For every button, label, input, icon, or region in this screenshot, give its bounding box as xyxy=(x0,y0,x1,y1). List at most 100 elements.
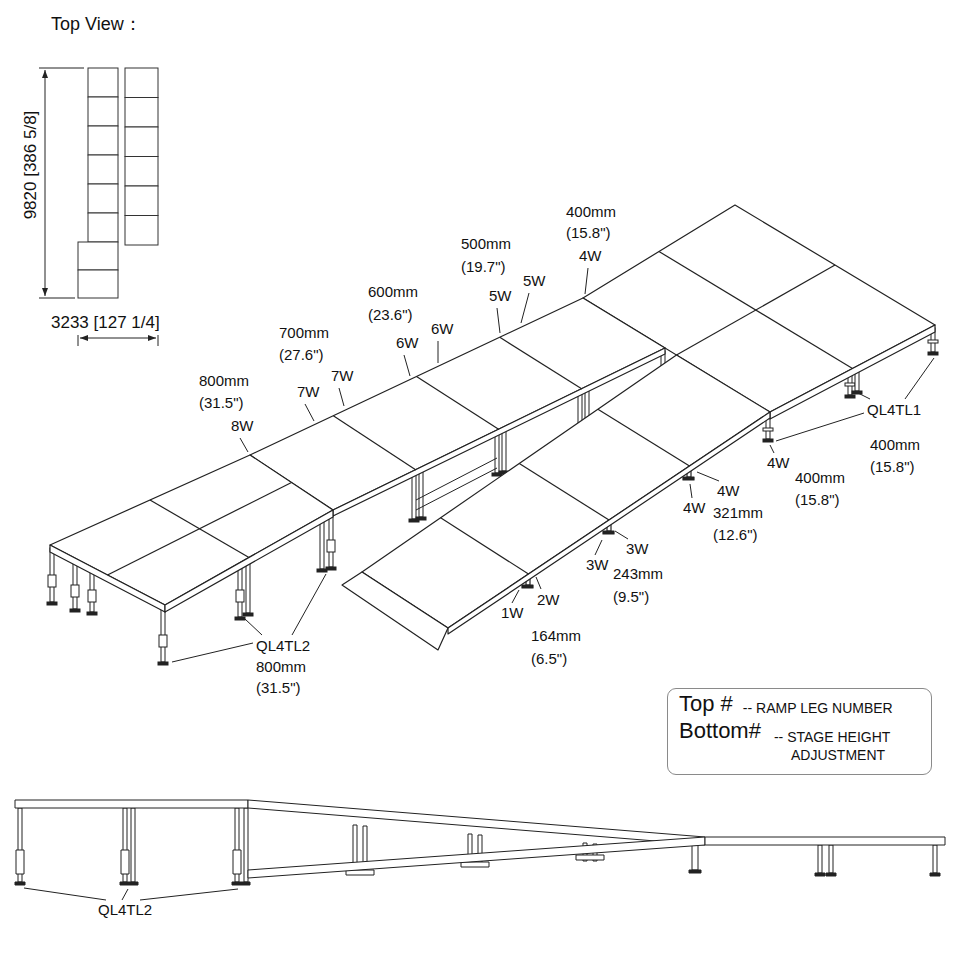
side-view xyxy=(826,873,836,876)
leg-number: 4W xyxy=(766,455,791,470)
front-ramp xyxy=(342,355,770,650)
legend-description: -- STAGE HEIGHT ADJUSTMENT xyxy=(774,728,916,764)
front-ramp xyxy=(441,518,529,574)
stage-leg xyxy=(928,352,938,355)
stage-leg xyxy=(502,431,506,471)
leader-line xyxy=(292,574,326,635)
dimension-line xyxy=(78,335,79,346)
dimension-line xyxy=(80,338,156,339)
stage-leg xyxy=(88,590,96,602)
part-number: QL4TL2 xyxy=(97,902,153,917)
height-label: 400mm xyxy=(794,470,846,485)
side-view xyxy=(121,850,129,874)
stage-leg xyxy=(763,428,773,431)
stage-leg xyxy=(412,473,416,519)
height-label: 164mm xyxy=(530,628,582,643)
dimension-label: 9820 [386 5/8] xyxy=(22,110,39,221)
top-view xyxy=(125,68,158,98)
side-view xyxy=(248,800,705,845)
upper-ramp xyxy=(417,377,500,430)
front-ramp xyxy=(522,585,533,588)
front-ramp xyxy=(362,355,770,628)
stage-leg xyxy=(317,569,327,572)
top-view xyxy=(125,216,158,246)
side-view xyxy=(689,870,701,873)
side-view xyxy=(818,845,822,873)
leader-line xyxy=(776,413,864,441)
stage-leg xyxy=(243,613,253,616)
leg-number: 8W xyxy=(230,418,255,433)
stage-leg xyxy=(47,602,57,605)
leader-line xyxy=(595,540,602,555)
stage-platform xyxy=(659,252,853,369)
height-label: 600mm xyxy=(367,284,419,299)
part-number: QL4TL1 xyxy=(866,402,922,417)
leader-line xyxy=(122,889,128,900)
side-view xyxy=(15,800,248,808)
leg-number: 6W xyxy=(395,335,420,350)
stage-landing xyxy=(50,455,333,605)
height-label: (9.5") xyxy=(612,589,650,604)
leader-line xyxy=(404,355,410,376)
top-view xyxy=(88,155,118,184)
leader-line xyxy=(905,358,934,399)
height-label: 500mm xyxy=(460,236,512,251)
height-label: 800mm xyxy=(198,373,250,388)
side-view xyxy=(232,882,242,885)
height-label: (12.6") xyxy=(712,527,759,542)
stage-platform xyxy=(770,325,935,419)
side-view xyxy=(242,882,250,885)
leader-line xyxy=(240,438,248,452)
top-view xyxy=(88,97,118,126)
leader-line xyxy=(438,341,439,363)
leader-line xyxy=(512,590,519,603)
side-view xyxy=(248,837,705,878)
leader-line xyxy=(497,308,500,333)
leader-line xyxy=(697,472,719,481)
side-view xyxy=(829,845,833,873)
stage-leg xyxy=(416,517,426,520)
stage-leg xyxy=(928,340,938,343)
front-ramp xyxy=(342,572,448,650)
leader-line xyxy=(140,889,238,900)
stage-leg xyxy=(320,518,324,569)
leg-number: 3W xyxy=(625,541,650,556)
dimension-line xyxy=(39,68,158,346)
top-view xyxy=(125,186,158,216)
side-view xyxy=(130,882,138,885)
side-view xyxy=(576,855,604,860)
side-view xyxy=(233,850,241,874)
side-view xyxy=(244,808,248,882)
leg-number: 7W xyxy=(330,368,355,383)
leg-number: 2W xyxy=(536,592,561,607)
legend-key: Top # xyxy=(679,693,733,715)
leader-line xyxy=(536,577,541,589)
top-view xyxy=(125,127,158,157)
side-view xyxy=(131,808,135,882)
dimension-line xyxy=(39,68,84,69)
leader-line xyxy=(172,643,253,662)
height-label: (27.6") xyxy=(278,347,325,362)
dimension-line xyxy=(39,298,75,299)
front-ramp xyxy=(448,412,770,634)
top-view xyxy=(78,242,118,270)
legend-description: -- RAMP LEG NUMBER xyxy=(743,701,893,715)
leg-number: 7W xyxy=(296,384,321,399)
height-label: (19.7") xyxy=(460,259,507,274)
stage-landing xyxy=(50,455,333,612)
height-label: (6.5") xyxy=(530,651,568,666)
stage-leg xyxy=(48,575,56,587)
stage-leg xyxy=(845,383,855,386)
top-view xyxy=(88,184,118,213)
side-view xyxy=(15,800,945,885)
front-ramp xyxy=(603,531,614,534)
top-view xyxy=(78,68,158,298)
stage-platform xyxy=(583,205,935,412)
leader-line xyxy=(585,268,588,294)
height-label: (15.8") xyxy=(794,492,841,507)
height-label: (23.6") xyxy=(367,307,414,322)
stage-leg xyxy=(246,560,250,613)
stage-leg xyxy=(87,612,97,615)
stage-leg xyxy=(158,662,168,665)
